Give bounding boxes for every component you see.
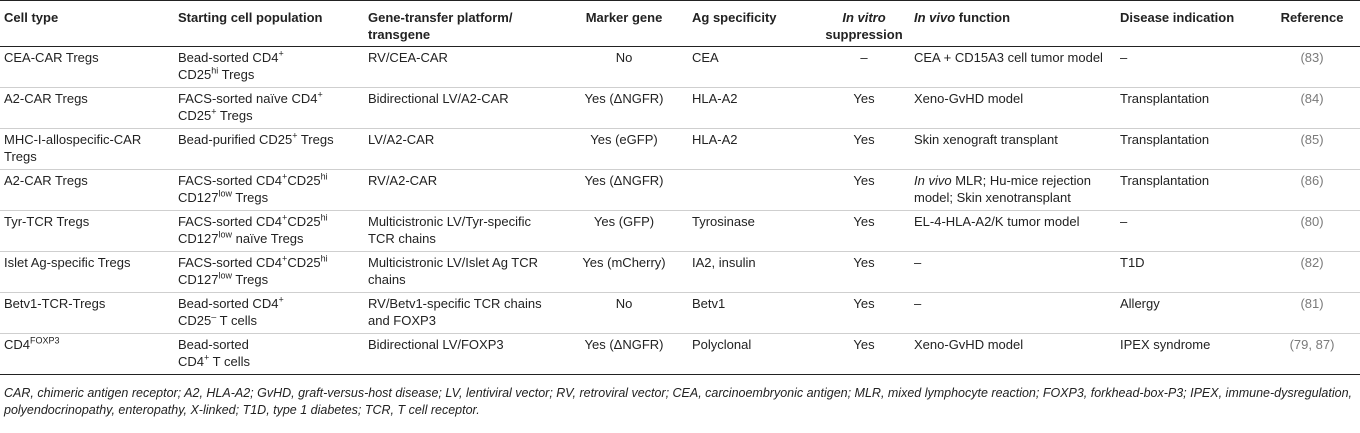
table-row: Islet Ag-specific Tregs FACS-sorted CD4+…	[0, 251, 1360, 293]
in-vitro-suppression: Yes	[818, 251, 910, 293]
ag-specificity: Tyrosinase	[688, 210, 818, 252]
col-header-disease: Disease indication	[1116, 0, 1264, 47]
starting-population: Bead-sorted CD4+CD25hi Tregs	[178, 48, 284, 82]
gene-transfer: LV/A2-CAR	[364, 128, 560, 170]
marker-gene: Yes (ΔNGFR)	[560, 87, 688, 129]
in-vitro-suppression: Yes	[818, 169, 910, 211]
ag-specificity: CEA	[692, 50, 719, 65]
starting-population: Bead-purified CD25+ Tregs	[174, 128, 364, 170]
cell-type: Islet Ag-specific Tregs	[0, 251, 174, 293]
header-row: Cell type Starting cell population Gene-…	[0, 0, 1360, 47]
ag-specificity: Betv1	[688, 292, 818, 334]
in-vitro-suppression: –	[860, 50, 868, 65]
gene-transfer: Multicistronic LV/Islet Ag TCR chains	[364, 251, 560, 293]
reference: (82)	[1264, 251, 1360, 293]
ag-specificity: HLA-A2	[688, 87, 818, 129]
in-vitro-suppression: Yes	[818, 333, 910, 375]
disease-indication: IPEX syndrome	[1116, 333, 1264, 375]
disease-indication: Allergy	[1116, 292, 1264, 334]
starting-population: FACS-sorted naïve CD4+CD25+ Tregs	[174, 87, 364, 129]
cell-type: MHC-I-allospecific-CAR Tregs	[0, 128, 174, 170]
marker-gene: Yes (ΔNGFR)	[560, 333, 688, 375]
disease-indication: –	[1120, 50, 1128, 65]
in-vivo-function: Xeno-GvHD model	[910, 333, 1116, 375]
col-header-in-vitro: In vitro suppression	[818, 0, 910, 47]
reference: (83)	[1300, 50, 1324, 65]
col-header-reference: Reference	[1264, 0, 1360, 47]
col-header-starting-population: Starting cell population	[174, 0, 364, 47]
reference: (85)	[1264, 128, 1360, 170]
marker-gene: Yes (GFP)	[560, 210, 688, 252]
cell-type: CD4FOXP3	[0, 333, 174, 375]
in-vivo-function: EL-4-HLA-A2/K tumor model	[910, 210, 1116, 252]
ag-specificity	[688, 169, 818, 211]
reference: (81)	[1264, 292, 1360, 334]
gene-transfer: RV/A2-CAR	[364, 169, 560, 211]
in-vivo-function: In vivo MLR; Hu-mice rejection model; Sk…	[910, 169, 1116, 211]
in-vivo-function: –	[910, 251, 1116, 293]
in-vitro-suppression: Yes	[818, 87, 910, 129]
col-header-marker-gene: Marker gene	[560, 0, 688, 47]
col-header-cell-type: Cell type	[0, 0, 174, 47]
table-row: Betv1-TCR-Tregs Bead-sorted CD4+CD25– T …	[0, 292, 1360, 334]
disease-indication: –	[1116, 210, 1264, 252]
ag-specificity: HLA-A2	[688, 128, 818, 170]
disease-indication: Transplantation	[1116, 128, 1264, 170]
in-vivo-function: –	[910, 292, 1116, 334]
starting-population: Bead-sorted CD4+CD25– T cells	[174, 292, 364, 334]
cell-type: CEA-CAR Tregs	[4, 50, 99, 65]
reference: (84)	[1264, 87, 1360, 129]
table-row: MHC-I-allospecific-CAR Tregs Bead-purifi…	[0, 128, 1360, 170]
table-row: A2-CAR Tregs FACS-sorted naïve CD4+CD25+…	[0, 87, 1360, 129]
marker-gene: No	[615, 50, 633, 65]
disease-indication: Transplantation	[1116, 169, 1264, 211]
in-vivo-function: Skin xenograft transplant	[910, 128, 1116, 170]
cell-type: A2-CAR Tregs	[0, 169, 174, 211]
gene-transfer: Bidirectional LV/FOXP3	[364, 333, 560, 375]
reference: (80)	[1264, 210, 1360, 252]
col-header-in-vivo: In vivo function	[910, 0, 1116, 47]
ag-specificity: Polyclonal	[688, 333, 818, 375]
cell-type: Tyr-TCR Tregs	[0, 210, 174, 252]
col-header-ag-specificity: Ag specificity	[688, 0, 818, 47]
cell-type: Betv1-TCR-Tregs	[0, 292, 174, 334]
gene-transfer: RV/Betv1-specific TCR chains and FOXP3	[364, 292, 560, 334]
in-vivo-function: Xeno-GvHD model	[910, 87, 1116, 129]
data-table: Cell type Starting cell population Gene-…	[0, 0, 1360, 375]
col-header-gene-transfer: Gene-transfer platform/ transgene	[364, 0, 560, 47]
disease-indication: T1D	[1116, 251, 1264, 293]
gene-transfer: Multicistronic LV/Tyr-specific TCR chain…	[364, 210, 560, 252]
reference: (86)	[1264, 169, 1360, 211]
in-vivo-function: CEA + CD15A3 cell tumor model	[914, 50, 1103, 65]
marker-gene: Yes (ΔNGFR)	[560, 169, 688, 211]
reference: (79, 87)	[1264, 333, 1360, 375]
gene-transfer: Bidirectional LV/A2-CAR	[364, 87, 560, 129]
in-vitro-suppression: Yes	[818, 210, 910, 252]
gene-transfer: RV/CEA-CAR	[368, 50, 448, 65]
table-row: CEA-CAR Tregs Bead-sorted CD4+CD25hi Tre…	[0, 47, 1360, 88]
in-vitro-suppression: Yes	[818, 292, 910, 334]
marker-gene: Yes (eGFP)	[560, 128, 688, 170]
cell-type: A2-CAR Tregs	[0, 87, 174, 129]
ag-specificity: IA2, insulin	[688, 251, 818, 293]
table-footnote: CAR, chimeric antigen receptor; A2, HLA-…	[4, 386, 1352, 417]
disease-indication: Transplantation	[1116, 87, 1264, 129]
marker-gene: No	[560, 292, 688, 334]
marker-gene: Yes (mCherry)	[560, 251, 688, 293]
in-vitro-suppression: Yes	[818, 128, 910, 170]
